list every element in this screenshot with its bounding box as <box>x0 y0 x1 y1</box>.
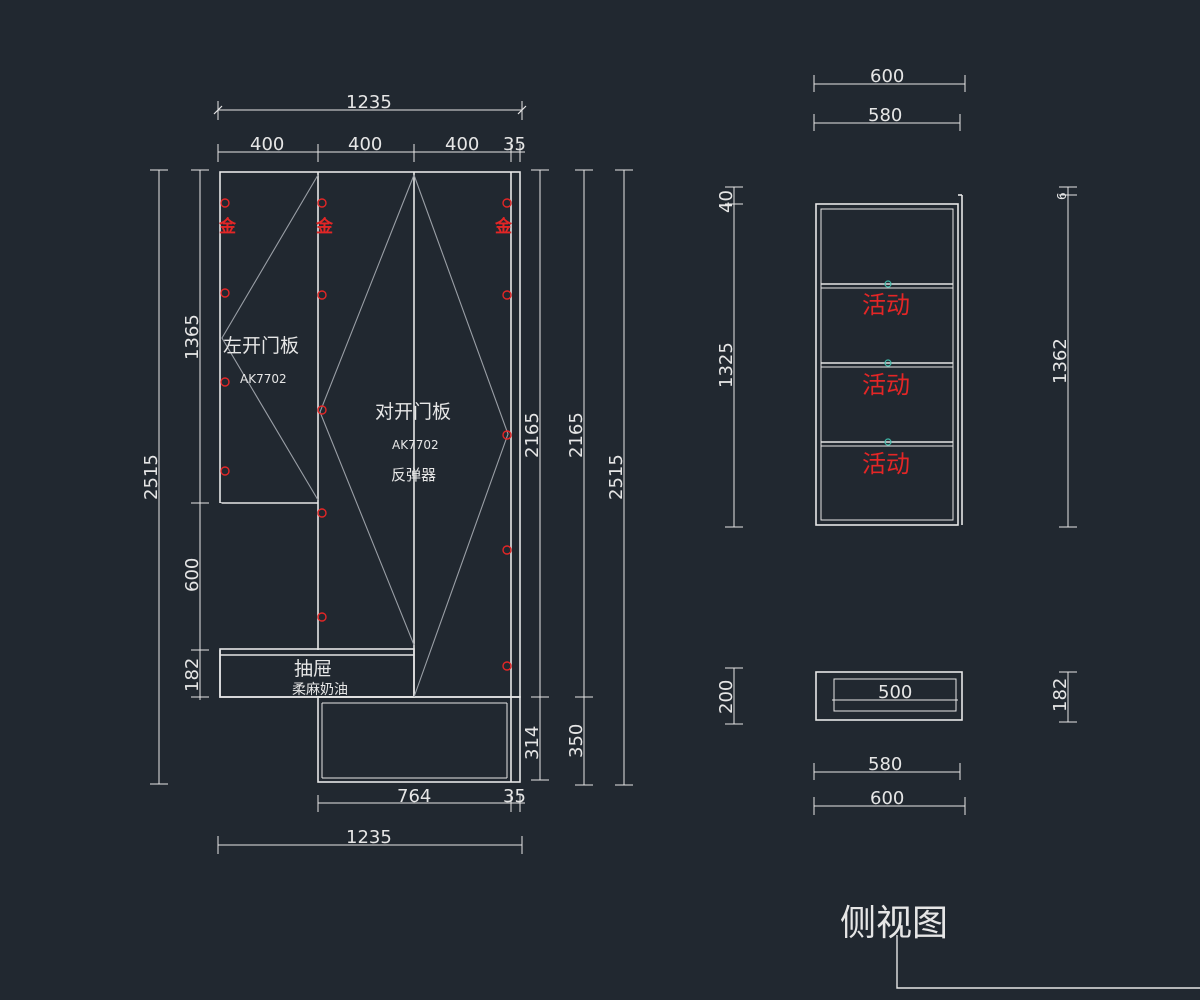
dim-right-outer: 2165 <box>566 412 587 458</box>
dim-top-seg4: 35 <box>503 134 526 155</box>
side-view-title: 侧视图 <box>840 903 948 944</box>
plinth-box <box>317 696 521 783</box>
side-body <box>815 203 959 526</box>
left-door-code: AK7702 <box>240 372 287 386</box>
left-door-label: 左开门板 <box>223 335 299 357</box>
dim-left-middle: 600 <box>182 558 203 592</box>
front-labels: 左开门板 AK7702 对开门板 AK7702 反弹器 抽屉 柔麻奶油 <box>223 335 451 698</box>
side-view <box>815 194 963 721</box>
hinge-markers <box>220 198 512 671</box>
dim-right-plinth: 350 <box>566 724 587 758</box>
dim-bottom-side: 35 <box>503 786 526 807</box>
side-dim-top-outer: 600 <box>870 66 904 87</box>
drawer-finish: 柔麻奶油 <box>292 682 348 698</box>
hinge-label-2: 金 <box>315 216 334 237</box>
dim-left-upper: 1365 <box>182 314 203 360</box>
dim-top-seg3: 400 <box>445 134 479 155</box>
title-leader-line <box>896 935 1200 989</box>
cabinet-outline <box>219 171 521 698</box>
double-door-code: AK7702 <box>392 438 439 452</box>
dim-top-seg1: 400 <box>250 134 284 155</box>
side-dim-left-body: 1325 <box>716 342 737 388</box>
dim-bottom-overall: 1235 <box>346 827 392 848</box>
dim-right-plinth-inner: 314 <box>522 726 543 760</box>
dim-left-drawer: 182 <box>182 658 203 692</box>
door-swing-lines <box>221 174 509 698</box>
dim-bottom-drawer: 764 <box>397 786 431 807</box>
dim-top-overall: 1235 <box>346 92 392 113</box>
shelf-labels: 活动 活动 活动 <box>862 291 910 478</box>
side-dim-left-drawer: 200 <box>716 680 737 714</box>
shelf-pins <box>884 280 892 446</box>
shelf-label-2: 活动 <box>862 371 910 399</box>
hinge-labels: 金 金 金 <box>218 216 513 237</box>
side-dim-top-inner: 580 <box>868 105 902 126</box>
drawer-label: 抽屉 <box>294 658 332 680</box>
side-dim-right-top: 6 <box>1055 192 1069 200</box>
side-dim-right-body: 1362 <box>1050 338 1071 384</box>
side-dim-bottom-inner: 580 <box>868 754 902 775</box>
dim-top-seg2: 400 <box>348 134 382 155</box>
hinge-label-3: 金 <box>494 216 513 237</box>
side-drawer <box>815 671 963 721</box>
dim-left-total: 2515 <box>141 454 162 500</box>
rebound-label: 反弹器 <box>391 466 436 484</box>
dim-right-inner: 2165 <box>522 412 543 458</box>
double-door-label: 对开门板 <box>375 401 451 423</box>
side-dim-bottom-outer: 600 <box>870 788 904 809</box>
shelf-label-3: 活动 <box>862 450 910 478</box>
dim-right-total: 2515 <box>606 454 627 500</box>
front-view <box>218 171 521 783</box>
shelf-label-1: 活动 <box>862 291 910 319</box>
side-dim-right-drawer: 182 <box>1050 678 1071 712</box>
side-dimensions: 600 580 40 1325 200 6 1362 182 500 580 6… <box>716 66 1077 815</box>
front-dimensions: 1235 400 400 400 35 2515 1365 600 182 21… <box>141 92 633 854</box>
side-drawer-inner-dim: 500 <box>878 682 912 703</box>
hinge-label-1: 金 <box>218 216 237 237</box>
drawer-front <box>219 648 415 698</box>
side-dim-left-top: 40 <box>716 190 737 213</box>
